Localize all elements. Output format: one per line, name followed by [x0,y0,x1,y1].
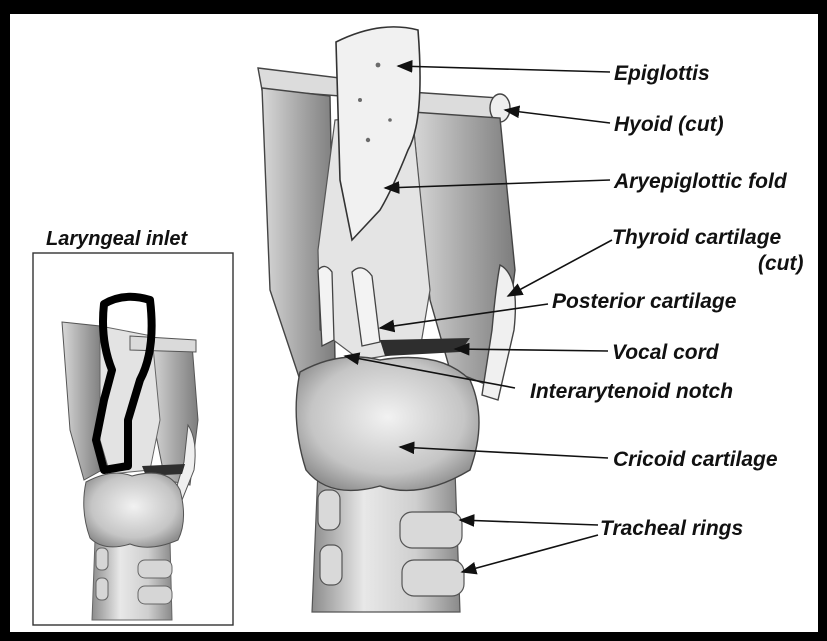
label-aryepiglottic-fold: Aryepiglottic fold [613,170,788,193]
label-cricoid-cartilage: Cricoid cartilage [613,448,778,471]
label-thyroid-cartilage: Thyroid cartilage [612,226,782,249]
label-epiglottis: Epiglottis [614,62,710,85]
label-tracheal-rings: Tracheal rings [600,517,743,540]
inset-cricoid [84,473,184,547]
cricoid-shape [296,357,479,491]
labels: Epiglottis Hyoid (cut) Aryepiglottic fol… [530,62,804,540]
label-vocal-cord: Vocal cord [612,341,720,364]
label-interarytenoid-notch: Interarytenoid notch [530,380,733,403]
label-thyroid-cut: (cut) [758,252,804,275]
main-larynx [258,27,515,612]
label-posterior-cartilage: Posterior cartilage [552,290,737,313]
inset-title: Laryngeal inlet [46,228,188,250]
inset-panel: Laryngeal inlet [33,228,233,625]
label-hyoid: Hyoid (cut) [614,113,724,136]
